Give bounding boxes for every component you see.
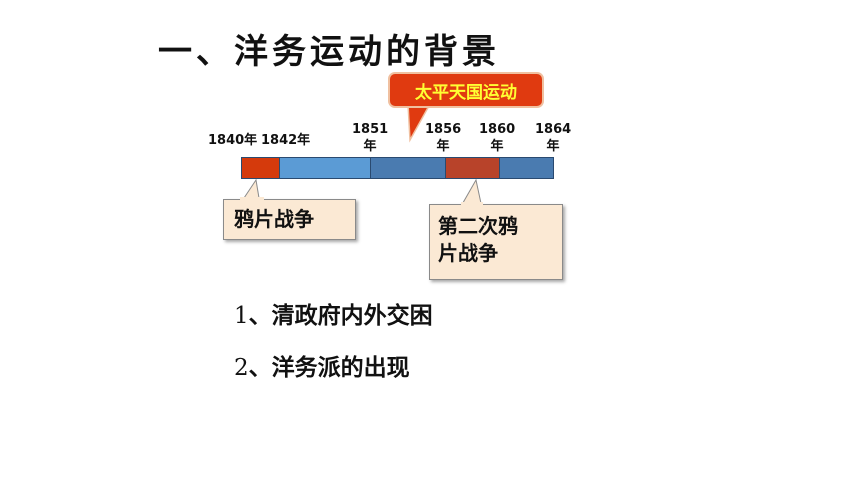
timeline-segment-1840-1842	[241, 157, 280, 179]
timeline-segment-1856-1860	[445, 157, 500, 179]
point-1: 1、清政府内外交困	[234, 296, 433, 330]
taiping-callout: 太平天国运动	[388, 72, 544, 108]
point-1-text: 、清政府内外交困	[248, 303, 433, 329]
year-label-1842: 1842年	[261, 133, 311, 148]
point-2-text: 、洋务派的出现	[248, 355, 410, 381]
second-opium-war-callout: 第二次鸦 片战争	[429, 204, 563, 280]
year-label-1856: 1856 年	[425, 122, 462, 154]
opium-war-callout: 鸦片战争	[223, 199, 356, 240]
page-title: 一、洋务运动的背景	[158, 32, 500, 72]
timeline-segment-1860-1864	[499, 157, 554, 179]
point-2: 2、洋务派的出现	[234, 348, 410, 382]
point-2-number: 2	[234, 355, 249, 381]
year-label-1860: 1860 年	[479, 122, 516, 154]
timeline-segment-1842-1851	[279, 157, 371, 179]
year-label-1851: 1851 年	[352, 122, 389, 154]
year-label-1840: 1840年	[208, 133, 258, 148]
timeline-segment-1851-1856	[370, 157, 446, 179]
opium-war-label: 鸦片战争	[234, 207, 314, 231]
second-opium-war-callout-pointer-cover	[461, 202, 483, 206]
taiping-callout-pointer	[407, 103, 432, 143]
opium-war-callout-pointer-cover	[240, 197, 264, 201]
point-1-number: 1	[234, 303, 249, 329]
second-opium-war-label-line2: 片战争	[438, 241, 498, 265]
year-label-1864: 1864 年	[535, 122, 572, 154]
second-opium-war-label-line1: 第二次鸦	[438, 214, 518, 238]
